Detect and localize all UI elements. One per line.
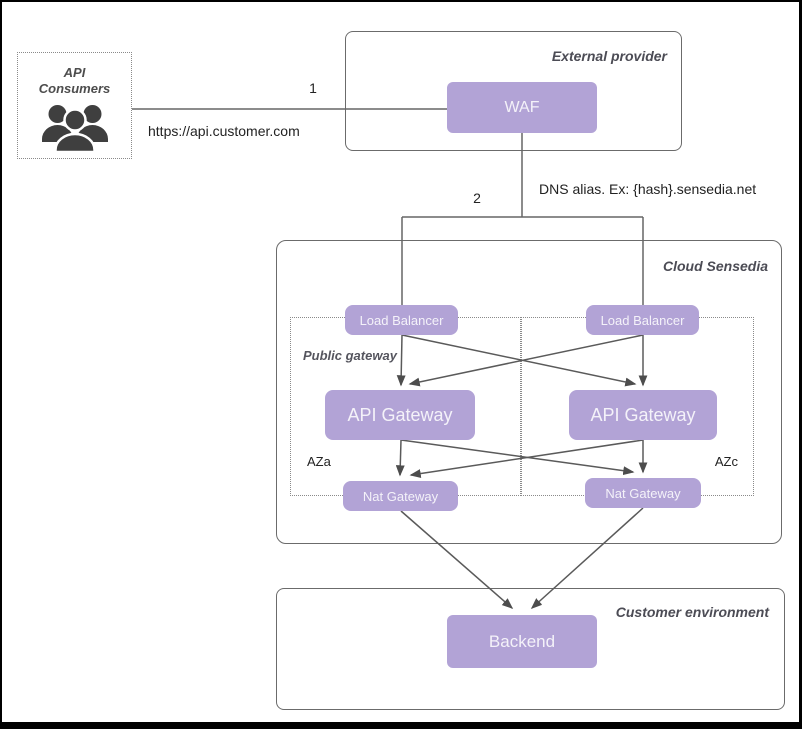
nat-gateway-c-label: Nat Gateway — [605, 485, 681, 501]
edge-label-step-1: 1 — [309, 80, 317, 96]
load-balancer-a-label: Load Balancer — [359, 312, 444, 328]
waf-label: WAF — [504, 98, 540, 116]
api-consumers-label: API Consumers — [38, 65, 111, 96]
nat-gateway-c-node: Nat Gateway — [585, 478, 701, 508]
cloud-sensedia-label: Cloud Sensedia — [662, 258, 768, 274]
customer-environment-label: Customer environment — [615, 604, 769, 620]
backend-node: Backend — [447, 615, 597, 668]
customer-environment-container: Customer environment — [276, 588, 785, 710]
az-a-label: AZa — [307, 454, 331, 469]
api-consumers-box: API Consumers — [17, 52, 132, 159]
nat-gateway-a-label: Nat Gateway — [362, 488, 439, 504]
load-balancer-a-node: Load Balancer — [345, 305, 458, 335]
api-gateway-a-label: API Gateway — [347, 404, 453, 425]
users-group-icon — [41, 105, 108, 154]
edge-label-dns-alias: DNS alias. Ex: {hash}.sensedia.net — [539, 181, 757, 197]
api-gateway-c-label: API Gateway — [590, 404, 696, 425]
backend-label: Backend — [488, 631, 556, 651]
edge-label-step-2: 2 — [473, 190, 481, 206]
load-balancer-c-label: Load Balancer — [600, 312, 685, 328]
api-gateway-a-node: API Gateway — [325, 390, 475, 440]
load-balancer-c-node: Load Balancer — [586, 305, 699, 335]
az-c-label: AZc — [714, 454, 738, 469]
nat-gateway-a-node: Nat Gateway — [343, 481, 458, 511]
external-provider-label: External provider — [551, 48, 667, 64]
edge-label-consumer-url: https://api.customer.com — [148, 123, 300, 139]
waf-node: WAF — [447, 82, 597, 133]
public-gateway-label: Public gateway — [303, 348, 397, 363]
api-gateway-c-node: API Gateway — [569, 390, 717, 440]
